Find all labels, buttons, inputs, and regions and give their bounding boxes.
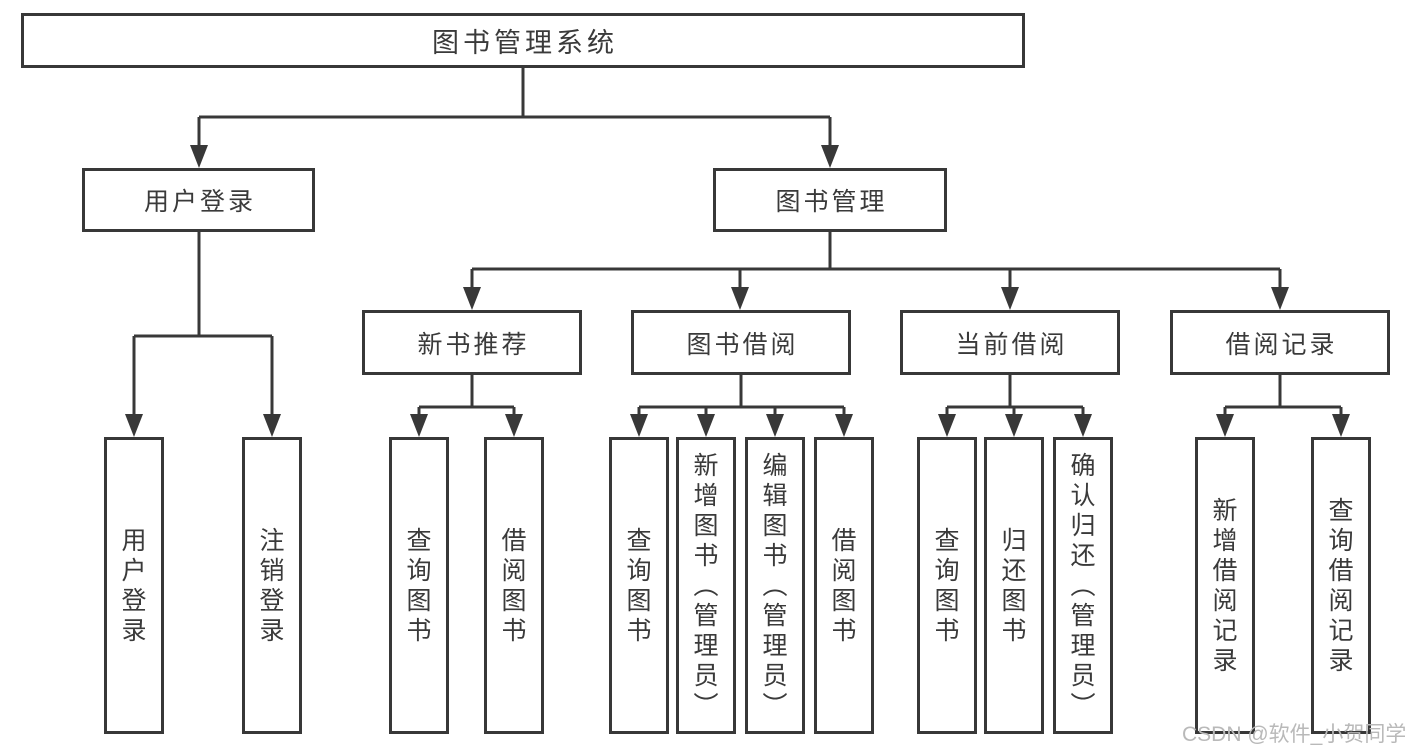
- leaf-user-login: 用 户 登 录: [104, 437, 164, 734]
- node-book-borrowing: 图书借阅: [631, 310, 851, 375]
- node-book-management: 图书管理: [713, 168, 947, 232]
- leaf-query-books-recommend: 查 询 图 书: [389, 437, 449, 734]
- leaf-borrow-books-borrowing: 借 阅 图 书: [814, 437, 874, 734]
- node-new-book-recommend: 新书推荐: [362, 310, 582, 375]
- leaf-borrow-books-recommend: 借 阅 图 书: [484, 437, 544, 734]
- leaf-query-books-borrowing: 查 询 图 书: [609, 437, 669, 734]
- connector-user-login-to-children: [125, 232, 281, 437]
- leaf-query-books-current: 查 询 图 书: [917, 437, 977, 734]
- connector-current-borrowing-to-children: [938, 375, 1092, 437]
- leaf-logout: 注 销 登 录: [242, 437, 302, 734]
- node-user-login: 用户登录: [82, 168, 315, 232]
- leaf-return-books: 归 还 图 书: [984, 437, 1044, 734]
- watermark: CSDN @软件_小贺同学: [1182, 723, 1405, 746]
- leaf-add-book-admin: 新 增 图 书 ︵ 管 理 员 ︶: [676, 437, 736, 734]
- node-current-borrowing: 当前借阅: [900, 310, 1120, 375]
- connector-borrowing-records-to-children: [1216, 375, 1350, 437]
- leaf-confirm-return-admin: 确 认 归 还 ︵ 管 理 员 ︶: [1053, 437, 1113, 734]
- leaf-add-borrow-record: 新 增 借 阅 记 录: [1195, 437, 1255, 734]
- leaf-query-borrow-record: 查 询 借 阅 记 录: [1311, 437, 1371, 734]
- connector-new-book-recommend-to-children: [410, 375, 523, 437]
- connector-book-management-to-level3: [463, 232, 1289, 310]
- node-borrowing-records: 借阅记录: [1170, 310, 1390, 375]
- leaf-edit-book-admin: 编 辑 图 书 ︵ 管 理 员 ︶: [745, 437, 805, 734]
- node-root: 图书管理系统: [21, 13, 1025, 68]
- connector-book-borrowing-to-children: [630, 375, 853, 437]
- connector-root-to-level2: [190, 68, 839, 168]
